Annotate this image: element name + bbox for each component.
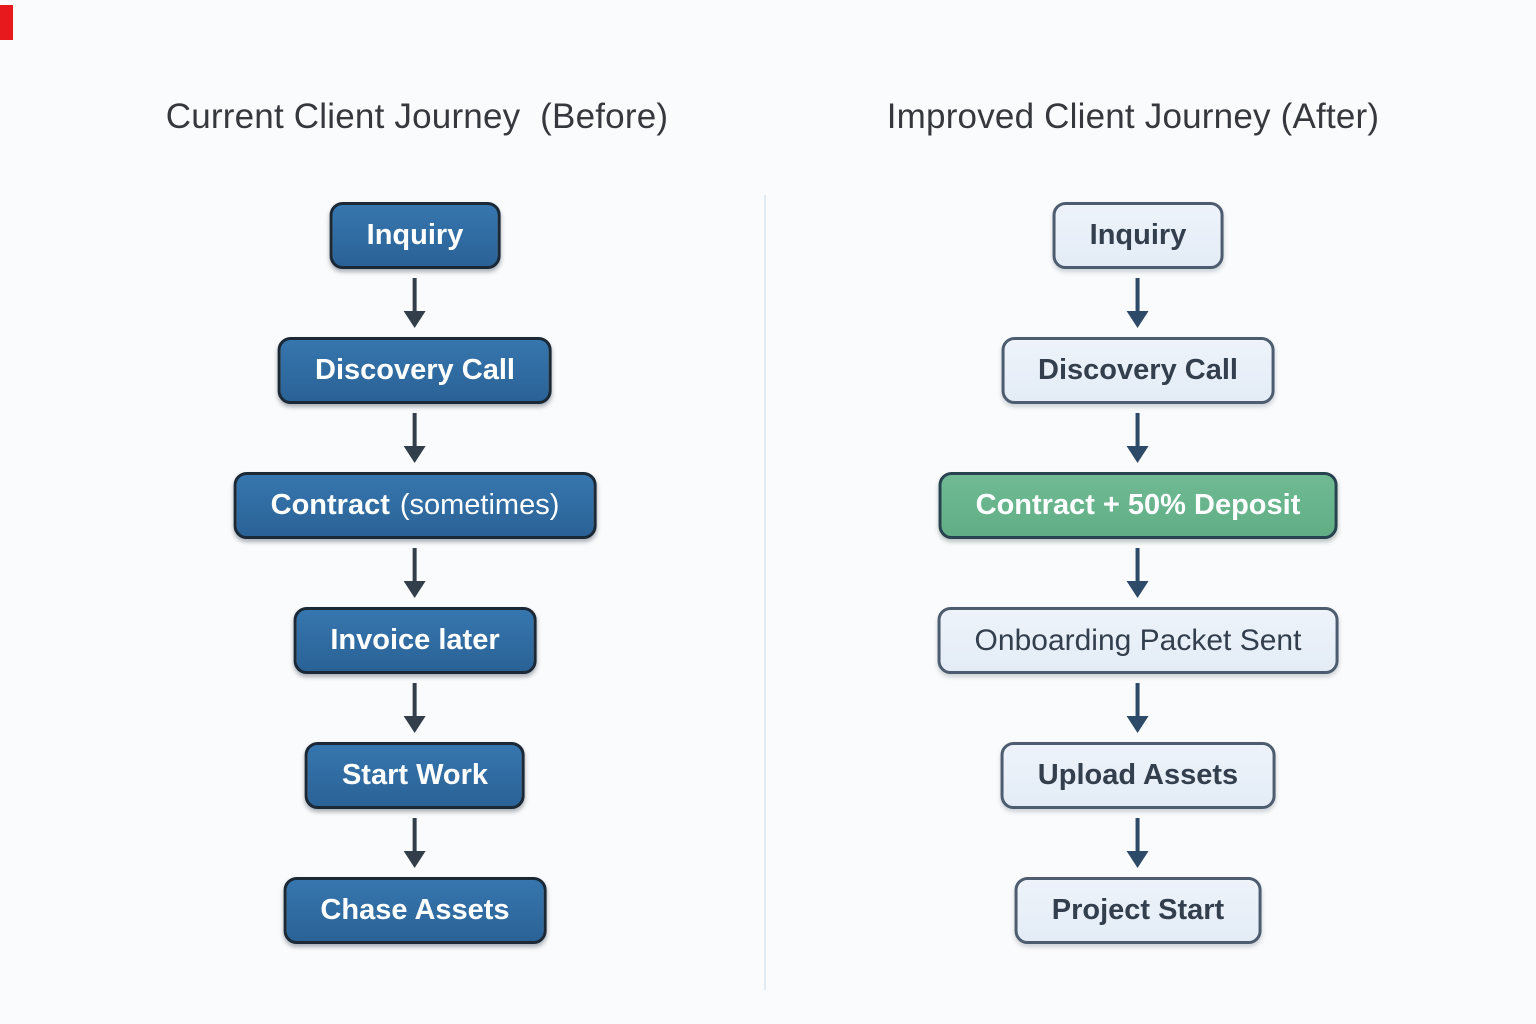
node-contract-deposit: Contract + 50% Deposit <box>938 472 1338 539</box>
arrow-down-icon <box>404 404 426 472</box>
node-inquiry-after: Inquiry <box>1052 202 1224 269</box>
node-contract-before: Contract (sometimes) <box>233 472 597 539</box>
arrow-down-icon <box>1126 674 1149 742</box>
arrow-down-icon <box>1126 404 1149 472</box>
arrow-down-icon <box>1126 539 1149 607</box>
node-start-work: Start Work <box>304 742 526 809</box>
node-onboarding-packet: Onboarding Packet Sent <box>937 607 1339 674</box>
arrow-down-icon <box>404 269 426 337</box>
node-discovery-call-before: Discovery Call <box>278 337 552 404</box>
before-flow-column: Inquiry Discovery Call Contract (sometime… <box>233 202 597 944</box>
node-inquiry-before: Inquiry <box>329 202 501 269</box>
node-project-start: Project Start <box>1014 877 1262 944</box>
node-note: (sometimes) <box>399 489 560 521</box>
node-chase-assets: Chase Assets <box>283 877 547 944</box>
node-upload-assets: Upload Assets <box>1000 742 1276 809</box>
node-invoice-later: Invoice later <box>293 607 537 674</box>
arrow-down-icon <box>1126 269 1149 337</box>
column-divider <box>764 195 766 990</box>
arrow-down-icon <box>1126 809 1149 877</box>
red-corner-mark <box>0 5 13 40</box>
after-column-title: Improved Client Journey (After) <box>886 97 1380 136</box>
node-label: Contract <box>270 489 390 521</box>
before-column-title: Current Client Journey (Before) <box>165 97 669 136</box>
node-discovery-call-after: Discovery Call <box>1001 337 1275 404</box>
arrow-down-icon <box>404 539 426 607</box>
arrow-down-icon <box>404 809 426 877</box>
arrow-down-icon <box>404 674 426 742</box>
after-flow-column: Inquiry Discovery Call Contract + 50% De… <box>937 202 1339 944</box>
